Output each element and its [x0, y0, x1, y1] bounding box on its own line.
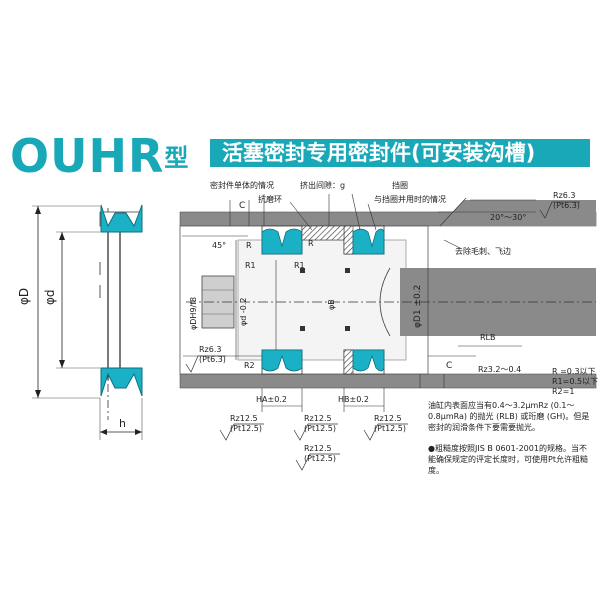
seal-groove-bottom-right [343, 349, 385, 375]
dim-R2: R2 [244, 361, 255, 370]
dim-RLB: RLB [480, 333, 496, 342]
roughness-marks [185, 201, 580, 471]
label-with-backup: 与挡圈并用时的情况 [374, 194, 446, 204]
rough-bottom-2a: Rz12.5 [304, 414, 332, 423]
dim-phi-B: φB [327, 299, 336, 310]
label-chamfer-angle: 20°～30° [490, 213, 526, 222]
seal-groove-top-right [343, 225, 385, 255]
model-title: OUHR型 [10, 132, 189, 180]
note-bore-finish: 油缸内表面应当有0.4～3.2μmRz (0.1～0.8μmRa) 的抛光 (R… [428, 401, 590, 432]
rough-top-right-b: (Pt6.3) [553, 201, 580, 210]
seal-groove-bottom-left [261, 349, 303, 375]
installation-view [179, 200, 597, 389]
dim-phi-d-tol: φd -0.2 [239, 297, 248, 326]
dim-phi-d: φd [43, 289, 57, 305]
radius-r: R =0.3以下 [552, 367, 596, 376]
radius-r2: R2=1 [552, 387, 574, 396]
dim-phi-D1: φD1 ±0.2 [413, 285, 423, 328]
label-single-seal: 密封件单体的情况 [210, 180, 274, 190]
label-45-deg: 45° [212, 241, 226, 250]
dim-R1-b: R1 [294, 261, 305, 270]
dim-phi-DH: φDH9/f8 [189, 297, 198, 330]
rough-bottom-4a: Rz12.5 [304, 444, 332, 453]
title-banner: 活塞密封专用密封件(可安装沟槽) [210, 139, 590, 167]
dim-R1-a: R1 [245, 261, 256, 270]
label-extrusion-gap: 挤出间隙：g [300, 180, 345, 190]
rough-top-right-a: Rz6.3 [553, 191, 575, 200]
wear-ring [301, 225, 345, 241]
rough-bottom-4b: (Pt12.5) [304, 454, 336, 463]
label-wear-ring: 抗磨环 [258, 194, 282, 204]
label-backup-ring: 挡圈 [392, 180, 408, 190]
dim-R-right: R [308, 239, 314, 248]
dim-HB: HB±0.2 [338, 395, 369, 404]
rough-bottom-1b: (Pt12.5) [230, 424, 262, 433]
label-deburr: 去除毛刺、飞边 [455, 246, 511, 256]
dim-HA: HA±0.2 [256, 395, 287, 404]
rough-bottom-3b: (Pt12.5) [374, 424, 406, 433]
rough-bottom-1a: Rz12.5 [230, 414, 258, 423]
dim-R-left: R [246, 241, 252, 250]
dim-h: h [119, 417, 126, 430]
seal-section-view [32, 204, 143, 440]
rough-rod: Rz3.2～0.4 [478, 365, 521, 374]
rough-left-bore-b: (Pt6.3) [199, 355, 226, 364]
rough-bottom-3a: Rz12.5 [374, 414, 402, 423]
note-roughness-standard: ●粗糙度按照JIS B 0601-2001的规格。当不能确保规定的评定长度时，可… [428, 444, 588, 475]
model-suffix: 型 [164, 144, 190, 172]
rough-bottom-2b: (Pt12.5) [304, 424, 336, 433]
dim-C-right: C [446, 361, 452, 371]
dim-phi-D: φD [17, 288, 31, 305]
model-name: OUHR [10, 129, 165, 183]
leader-lines [182, 193, 536, 412]
rough-left-bore-a: Rz6.3 [199, 345, 221, 354]
radius-r1: R1=0.5以下 [552, 377, 598, 386]
dim-C-top: C [239, 201, 245, 211]
